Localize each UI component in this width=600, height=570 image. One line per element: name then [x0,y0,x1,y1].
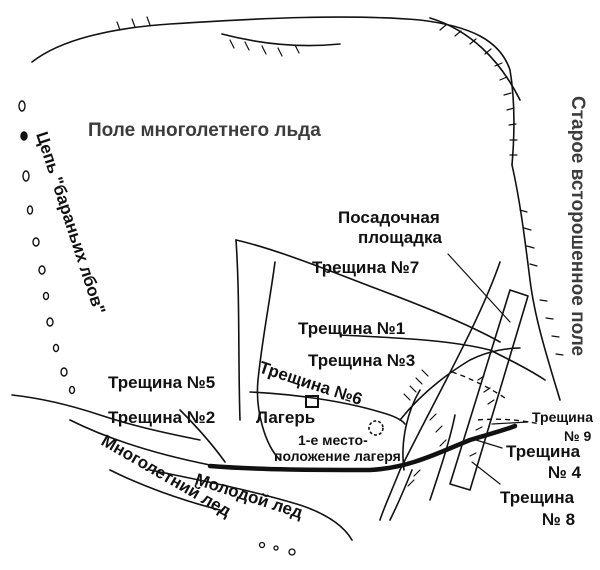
crack-9-label-line2: № 9 [564,428,591,444]
crack-8-label-line1: Трещина [500,488,575,507]
crack-5-label: Трещина №5 [108,373,215,392]
floe-boundary-top [31,16,515,166]
crack-4-pointer [475,439,503,449]
landing-pad-label-line2: площадка [358,228,443,247]
camp-label: Лагерь [256,408,315,427]
ridge-diagonal [379,261,501,521]
crack-5-line [256,261,281,461]
crack-7-line [235,239,501,343]
crack-left-lobe [235,239,241,421]
multiyear-ice-marks [258,541,296,556]
crack-9-label-line1: Трещина [532,409,593,425]
crack-1-label: Трещина №1 [298,319,405,338]
crack-8-label-line2: № 8 [542,510,575,529]
crack-4-dashed [451,371,506,399]
multiyear-ice-boundary [109,469,221,511]
camp-marker [305,395,319,408]
hummock-curve-3 [389,469,413,521]
crack-2-heavy [207,423,518,473]
hummock-curve-1 [402,389,421,471]
boundary-bottom-left [69,419,211,466]
hummock-cluster-center [403,369,495,487]
crack-8-pointer [471,461,501,485]
crack-2-line [179,409,226,463]
crack-9-pointer [491,421,529,425]
old-hummocky-field-label: Старое всторошенное поле [567,96,588,356]
crack-4-label-line2: № 4 [548,463,582,482]
landing-pad-outline [449,289,529,491]
crack-4-label-line1: Трещина [506,442,581,461]
ridge-top-right [429,17,521,101]
crack-3-line [399,347,521,421]
floe-boundary-right [511,164,561,401]
crack-3-label: Трещина №3 [308,351,415,370]
crack-2-label: Трещина №2 [108,408,215,427]
multiyear-field-label: Поле многолетнего льда [88,120,321,141]
first-camp-label-line2: положение лагеря [274,448,401,464]
crack-9-dashed [477,418,541,425]
crack-7-label: Трещина №7 [312,258,419,277]
first-camp-marker [368,420,384,436]
floe-boundary-left [11,394,201,441]
landing-pad-pointer [447,253,511,323]
landing-pad-label-line1: Посадочная [338,208,440,227]
hummock-curve-2 [429,414,456,501]
first-camp-label-line1: 1-е место- [298,432,368,448]
crack-1-line [339,334,546,381]
ridge-top-inner [221,33,341,47]
sheep-rocks-chain-marks [18,100,76,395]
sheep-rocks-chain-label: Цепь "бараньих лбов" [32,129,109,316]
hummock-ticks-right [519,209,564,356]
young-ice-boundary [149,469,353,541]
